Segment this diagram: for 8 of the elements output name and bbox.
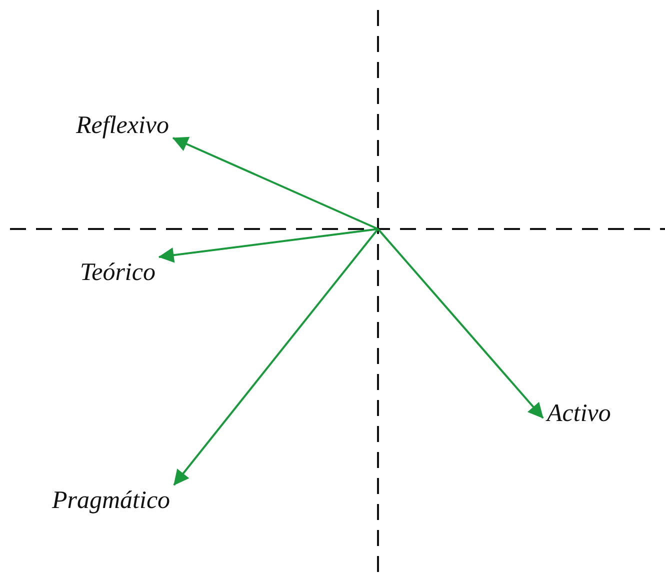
- arrow: [158, 228, 378, 263]
- axis-label: Activo: [543, 398, 615, 430]
- arrow: [172, 136, 378, 230]
- arrow: [173, 228, 379, 486]
- axis-label: Pragmático: [48, 485, 174, 516]
- arrow: [377, 228, 544, 419]
- axis-label: Teórico: [76, 257, 160, 288]
- axis-label: Reflexivo: [72, 110, 173, 142]
